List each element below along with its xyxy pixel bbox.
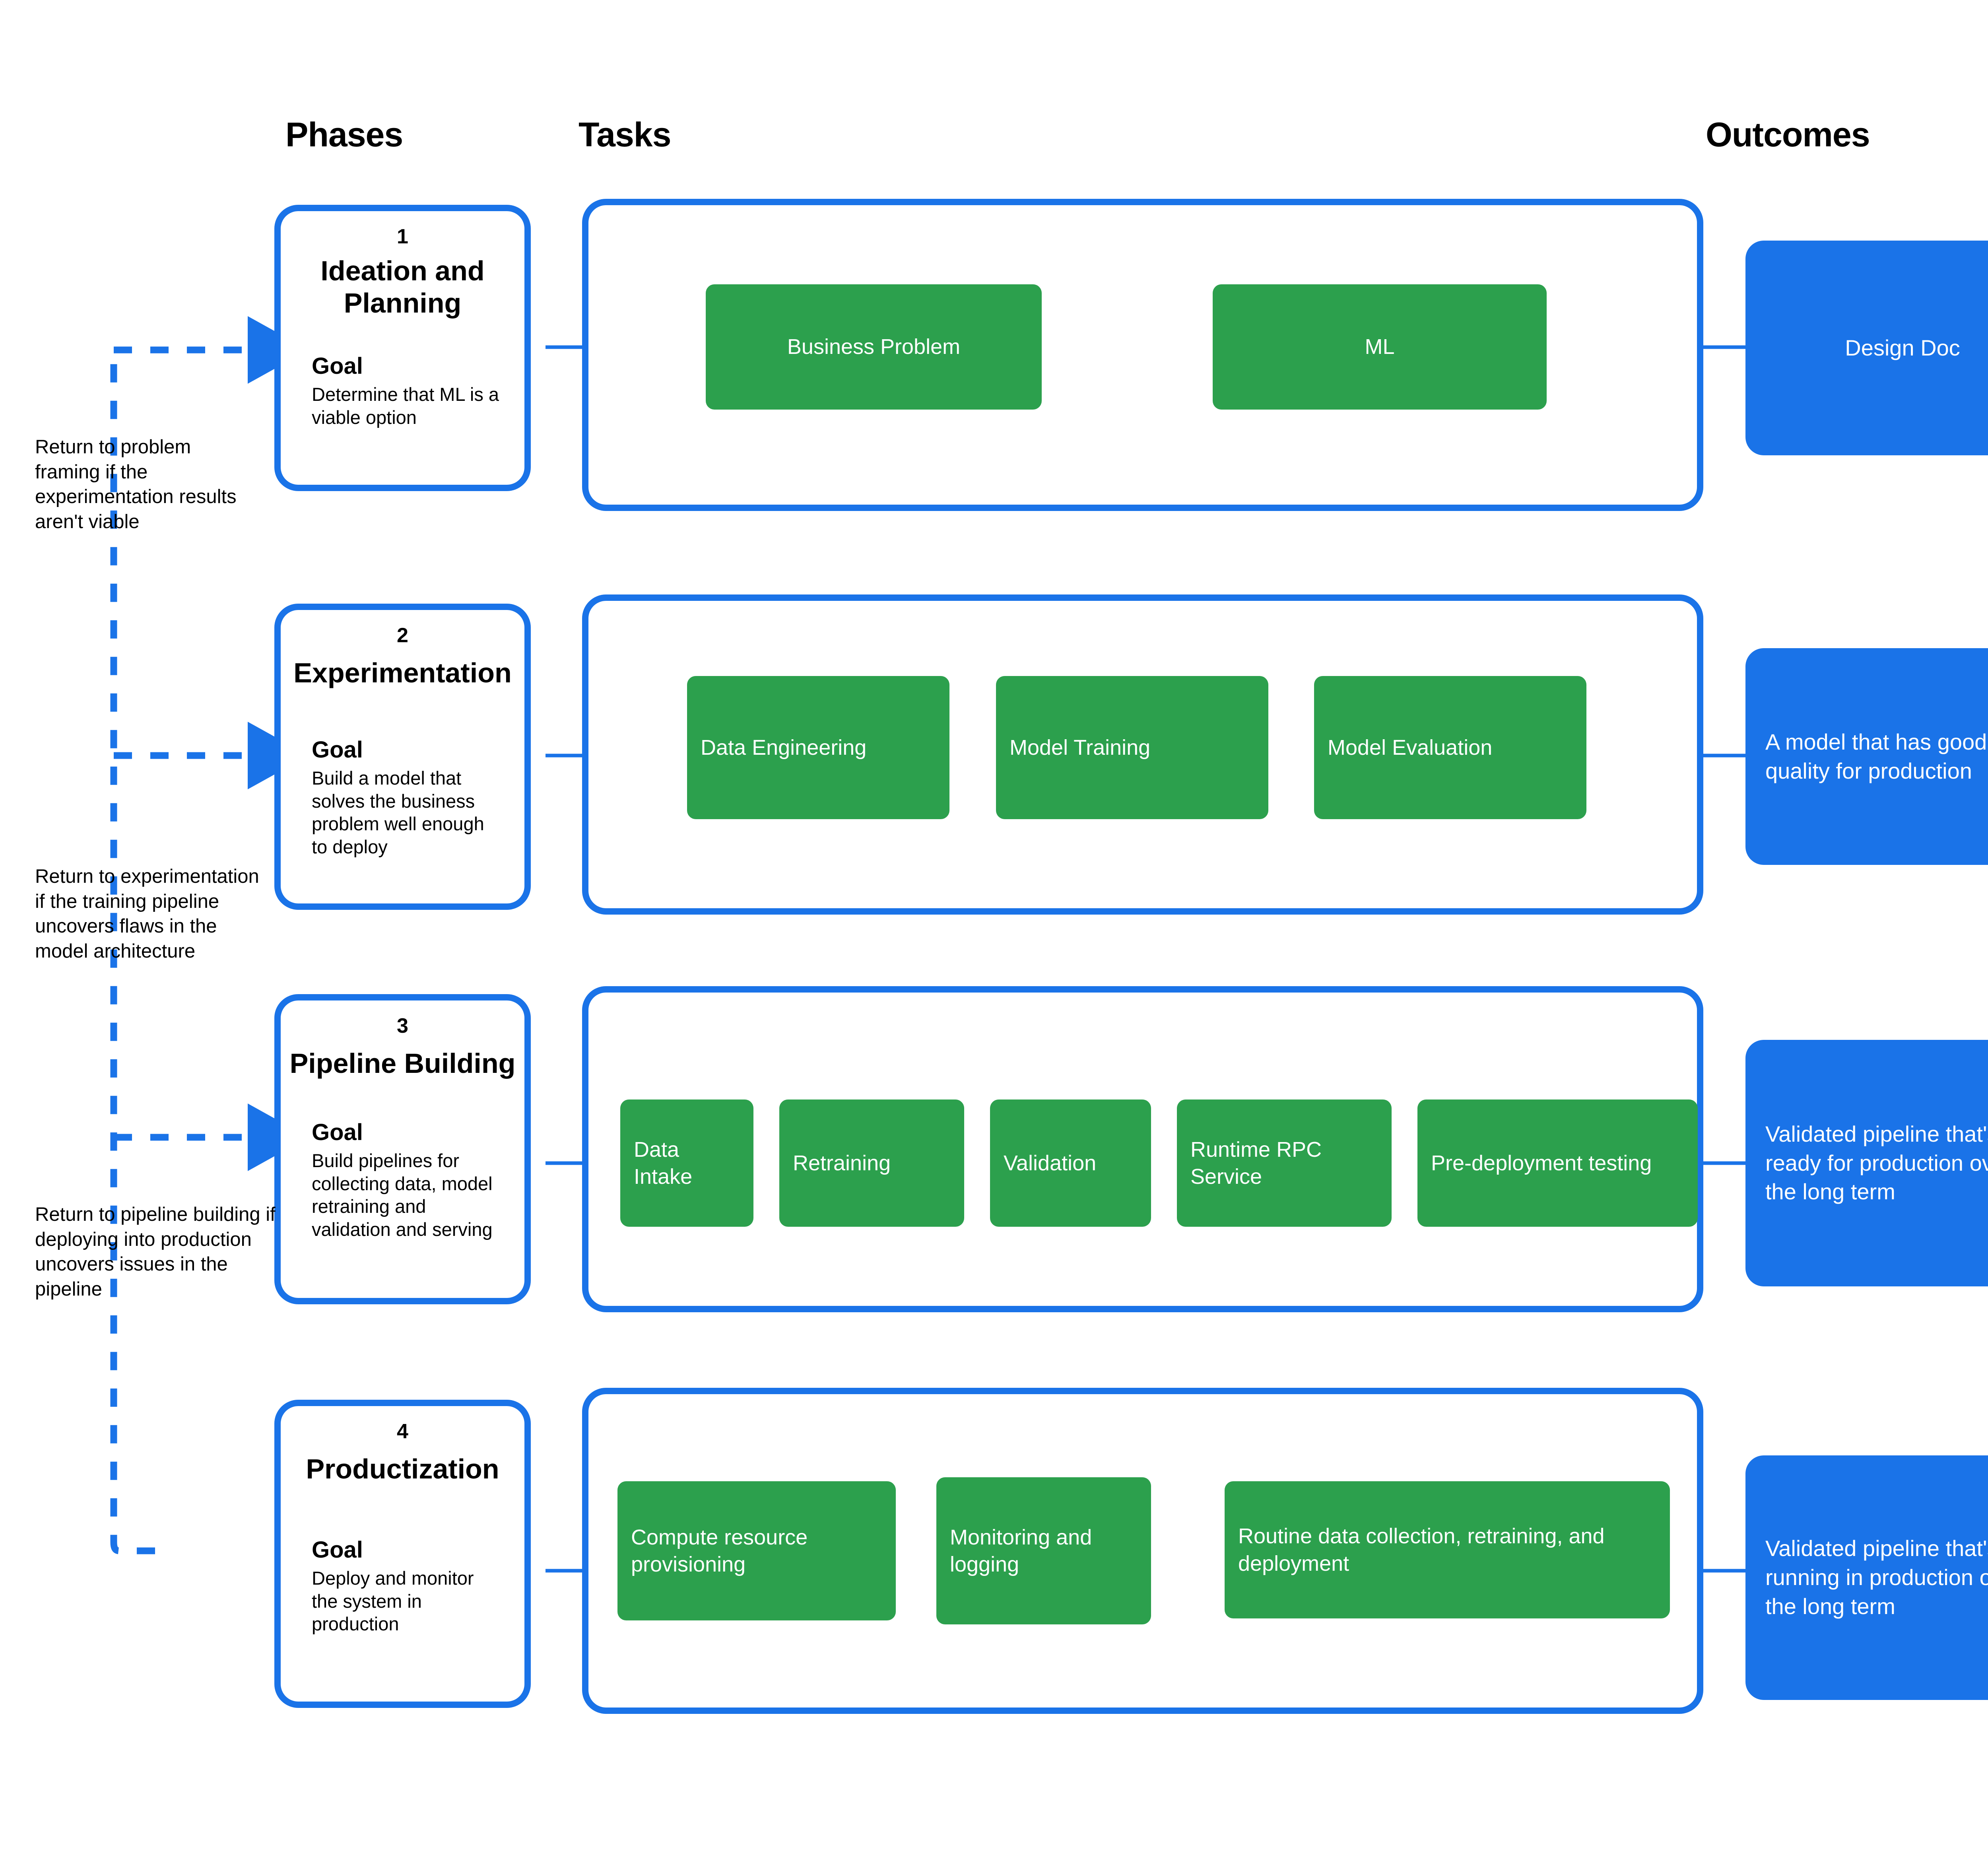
annotation-return-to-experimentation: Return to experimentation if the trainin… bbox=[35, 866, 259, 962]
task-box-compute-resource-provisioning[interactable]: Compute resource provisioning bbox=[617, 1481, 896, 1620]
phase-number-2: 2 bbox=[397, 624, 408, 647]
goal-text-3: Build pipelines for collecting data, mod… bbox=[312, 1150, 493, 1240]
outcome-box-1[interactable]: Design Doc bbox=[1745, 241, 1988, 455]
outcome-box-4[interactable]: Validated pipeline that's running in pro… bbox=[1745, 1455, 1988, 1700]
task-box-routine-data-collection[interactable]: Routine data collection, retraining, and… bbox=[1225, 1481, 1670, 1618]
task-box-monitoring-and-logging[interactable]: Monitoring and logging bbox=[936, 1477, 1151, 1624]
phase-card-4[interactable]: 4 Productization Goal Deploy and monitor… bbox=[274, 1400, 531, 1708]
phase-number-3: 3 bbox=[397, 1014, 408, 1037]
phase-card-2[interactable]: 2 Experimentation Goal Build a model tha… bbox=[274, 604, 531, 910]
phase-title-2: Experimentation bbox=[293, 657, 512, 688]
goal-label-3: Goal bbox=[312, 1119, 363, 1145]
phase-goal-2: Goal Build a model that solves the busin… bbox=[312, 737, 503, 859]
task-box-business-problem[interactable]: Business Problem bbox=[706, 284, 1042, 410]
phase-number-1: 1 bbox=[397, 225, 408, 248]
phase-number-4: 4 bbox=[397, 1420, 408, 1443]
goal-label-4: Goal bbox=[312, 1537, 363, 1563]
task-box-pre-deployment-testing[interactable]: Pre-deployment testing bbox=[1417, 1100, 1698, 1227]
task-box-validation[interactable]: Validation bbox=[990, 1100, 1151, 1227]
outcome-box-3[interactable]: Validated pipeline that's ready for prod… bbox=[1745, 1040, 1988, 1286]
task-box-model-evaluation[interactable]: Model Evaluation bbox=[1314, 676, 1586, 819]
task-box-model-training[interactable]: Model Training bbox=[996, 676, 1268, 819]
task-box-data-engineering[interactable]: Data Engineering bbox=[687, 676, 949, 819]
goal-text-4: Deploy and monitor the system in product… bbox=[312, 1567, 474, 1635]
task-box-data-intake[interactable]: Data Intake bbox=[620, 1100, 753, 1227]
phase-title-3: Pipeline Building bbox=[289, 1048, 516, 1079]
column-header-outcomes: Outcomes bbox=[1706, 116, 1870, 154]
task-box-retraining[interactable]: Retraining bbox=[779, 1100, 964, 1227]
goal-text-1: Determine that ML is a viable option bbox=[312, 383, 499, 428]
phase-card-1[interactable]: 1 Ideation and Planning Goal Determine t… bbox=[274, 205, 531, 491]
phase-goal-1: Goal Determine that ML is a viable optio… bbox=[312, 354, 503, 429]
goal-label-1: Goal bbox=[312, 353, 363, 379]
outcome-box-2[interactable]: A model that has good quality for produc… bbox=[1745, 648, 1988, 865]
phase-goal-4: Goal Deploy and monitor the system in pr… bbox=[312, 1537, 503, 1636]
task-box-runtime-rpc-service[interactable]: Runtime RPC Service bbox=[1177, 1100, 1392, 1227]
task-box-ml[interactable]: ML bbox=[1213, 284, 1547, 410]
phase-goal-3: Goal Build pipelines for collecting data… bbox=[312, 1120, 503, 1241]
column-header-tasks: Tasks bbox=[579, 116, 671, 154]
phase-card-3[interactable]: 3 Pipeline Building Goal Build pipelines… bbox=[274, 994, 531, 1304]
annotation-return-to-problem-framing: Return to problem framing if the experim… bbox=[35, 436, 237, 533]
phase-title-1: Ideation and Planning bbox=[320, 255, 485, 319]
column-header-phases: Phases bbox=[285, 116, 403, 154]
goal-text-2: Build a model that solves the business p… bbox=[312, 767, 484, 858]
goal-label-2: Goal bbox=[312, 737, 363, 763]
annotation-return-to-pipeline-building: Return to pipeline building if deploying… bbox=[35, 1204, 276, 1300]
phase-title-4: Productization bbox=[306, 1453, 499, 1484]
